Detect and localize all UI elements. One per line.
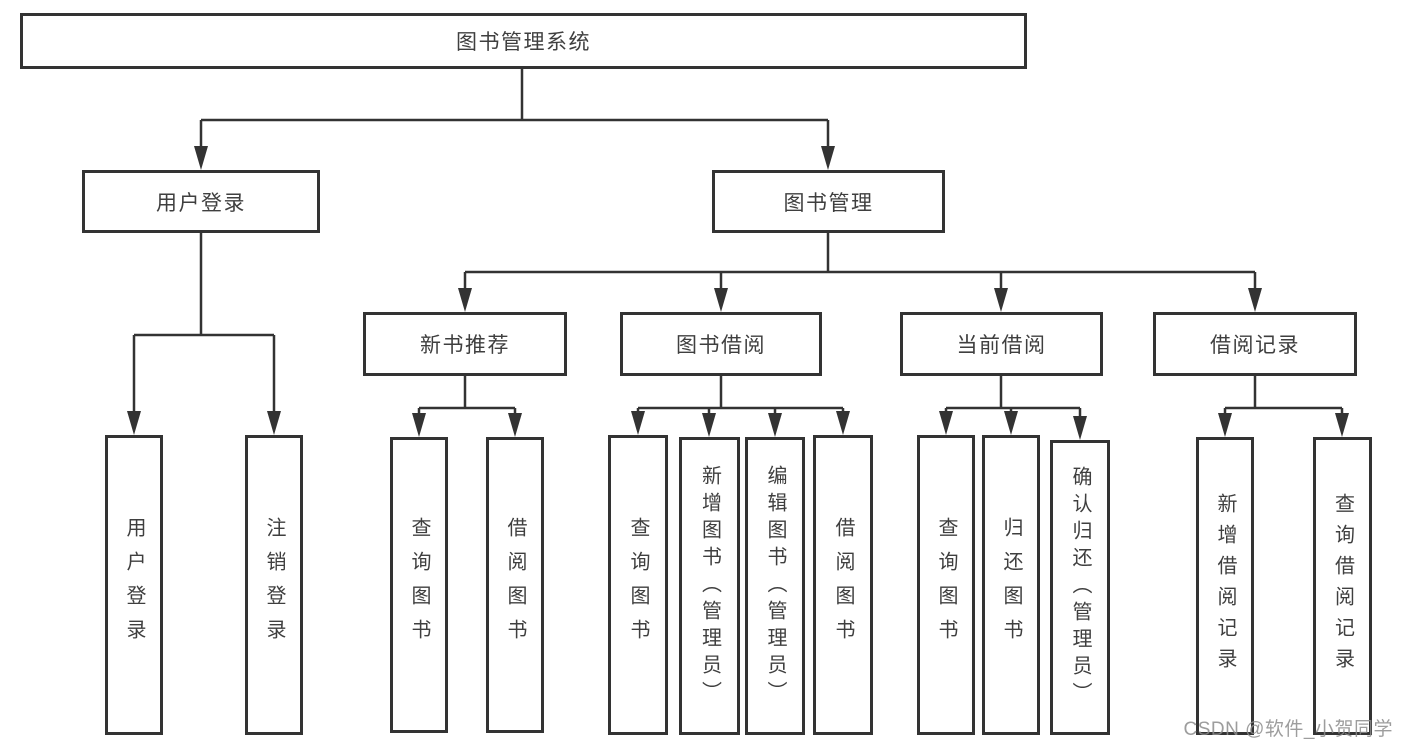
- node-root: 图书管理系统: [20, 13, 1027, 69]
- leaf-current-confirm-return: 确认归还（管理员）: [1050, 440, 1110, 735]
- leaf-records-add-record: 新增借阅记录: [1196, 437, 1254, 735]
- leaf-current-confirm-return-label: 确认归还（管理员）: [1069, 466, 1091, 709]
- node-new-book-recommend-label: 新书推荐: [420, 334, 510, 357]
- leaf-borrow-borrow-books-label: 借阅图书: [832, 517, 854, 653]
- leaf-user-login: 用户登录: [105, 435, 163, 735]
- leaf-newbook-borrow-books: 借阅图书: [486, 437, 544, 733]
- leaf-borrow-edit-books-label: 编辑图书（管理员）: [764, 464, 786, 708]
- node-book-borrow-label: 图书借阅: [676, 334, 766, 357]
- leaf-logout-label: 注销登录: [263, 517, 285, 653]
- leaf-borrow-query-books: 查询图书: [608, 435, 668, 735]
- leaf-newbook-query-books-label: 查询图书: [408, 517, 430, 653]
- node-borrow-records-label: 借阅记录: [1210, 334, 1300, 357]
- node-borrow-records: 借阅记录: [1153, 312, 1357, 376]
- leaf-records-query-record-label: 查询借阅记录: [1331, 493, 1354, 679]
- leaf-current-return-books-label: 归还图书: [1000, 517, 1022, 653]
- leaf-records-query-record: 查询借阅记录: [1313, 437, 1372, 735]
- node-book-management-label: 图书管理: [783, 191, 874, 215]
- leaf-logout: 注销登录: [245, 435, 303, 735]
- leaf-borrow-add-books-label: 新增图书（管理员）: [698, 464, 721, 708]
- csdn-watermark: CSDN @软件_小贺同学: [1183, 719, 1393, 740]
- leaf-current-query-books-label: 查询图书: [935, 517, 957, 653]
- leaf-records-add-record-label: 新增借阅记录: [1214, 493, 1236, 679]
- leaf-borrow-borrow-books: 借阅图书: [813, 435, 873, 735]
- leaf-current-return-books: 归还图书: [982, 435, 1040, 735]
- leaf-newbook-query-books: 查询图书: [390, 437, 448, 733]
- node-book-management: 图书管理: [712, 170, 945, 233]
- node-user-login: 用户登录: [82, 170, 320, 233]
- node-user-login-label: 用户登录: [156, 191, 246, 215]
- leaf-borrow-edit-books: 编辑图书（管理员）: [745, 437, 805, 735]
- node-book-borrow: 图书借阅: [620, 312, 822, 376]
- leaf-borrow-add-books: 新增图书（管理员）: [679, 437, 740, 735]
- leaf-user-login-label: 用户登录: [123, 517, 145, 653]
- node-current-borrow: 当前借阅: [900, 312, 1103, 376]
- leaf-current-query-books: 查询图书: [917, 435, 975, 735]
- node-current-borrow-label: 当前借阅: [956, 334, 1047, 357]
- leaf-newbook-borrow-books-label: 借阅图书: [504, 517, 526, 653]
- node-new-book-recommend: 新书推荐: [363, 312, 567, 376]
- leaf-borrow-query-books-label: 查询图书: [627, 517, 649, 653]
- node-root-label: 图书管理系统: [456, 31, 591, 54]
